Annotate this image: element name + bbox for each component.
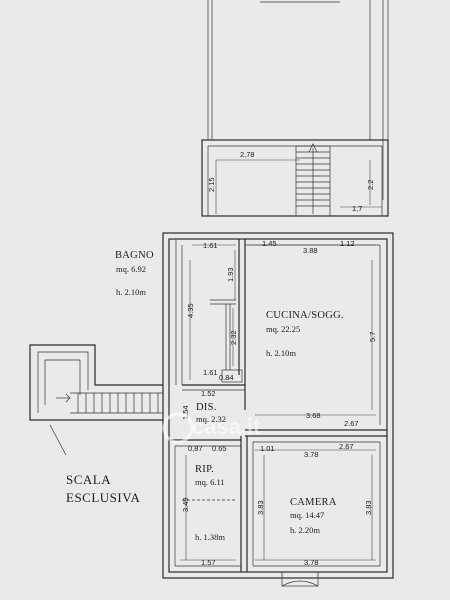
interior-walls [169, 239, 387, 572]
dim-1-54: 1.54 [181, 405, 190, 420]
dis-name: DIS. [196, 402, 217, 413]
dim-2-32: 2.32 [229, 330, 238, 345]
room-camera: CAMERA mq. 14.47 h. 2.20m [290, 497, 337, 535]
dim-2-15: 2.15 [207, 177, 216, 192]
cucina-height: h. 2.10m [266, 348, 296, 358]
room-cucina: CUCINA/SOGG. mq. 22.25 h. 2.10m [266, 310, 344, 358]
room-dis: DIS. mq. 2.32 [196, 402, 226, 424]
camera-height: h. 2.20m [290, 525, 320, 535]
rip-area: mq. 6.11 [195, 477, 225, 487]
rip-height: h. 1.38m [195, 532, 225, 542]
exclusive-staircase [29, 344, 163, 456]
bagno-name: BAGNO [115, 250, 154, 261]
dim-3-68: 3.68 [306, 411, 321, 420]
dim-3-49: 3.49 [181, 497, 190, 512]
cucina-area: mq. 22.25 [266, 324, 300, 334]
dim-1-7: 1,7 [352, 204, 362, 213]
dim-3-78-a: 3.78 [304, 450, 319, 459]
camera-name: CAMERA [290, 497, 337, 508]
dim-1-61-top: 1.61 [203, 241, 218, 250]
dim-0-87: 0,87 [188, 444, 203, 453]
stair-label: SCALA ESCLUSIVA [66, 472, 140, 505]
upper-landing [201, 139, 389, 217]
dim-3-78-b: 3.78 [304, 558, 319, 567]
dim-1-12: 1.12 [340, 239, 355, 248]
dim-4-35: 4.35 [186, 303, 195, 318]
bagno-area: mq. 6.92 [116, 264, 146, 274]
dim-2-78: 2,78 [240, 150, 255, 159]
cucina-name: CUCINA/SOGG. [266, 310, 344, 321]
dim-2-2: 2.2 [366, 180, 375, 190]
dim-1-61-mid: 1.61 [203, 368, 218, 377]
camera-area: mq. 14.47 [290, 510, 324, 520]
dim-0-84: 0.84 [219, 373, 234, 382]
stair-label-line2: ESCLUSIVA [66, 490, 140, 505]
room-rip: RIP. mq. 6.11 h. 1.38m [195, 464, 225, 542]
dim-1-45: 1.45 [262, 239, 277, 248]
dim-5-7: 5.7 [368, 332, 377, 342]
dim-1-93: 1.93 [226, 267, 235, 282]
dim-3-83-left: 3.83 [256, 500, 265, 515]
stair-label-line1: SCALA [66, 472, 111, 487]
dim-2-67-b: 2.67 [339, 442, 354, 451]
upper-stair-steps [295, 143, 331, 217]
bottom-entrance [281, 571, 319, 587]
dim-1-01: 1.01 [260, 444, 275, 453]
dim-1-52: 1.52 [201, 389, 216, 398]
dimension-lines [180, 244, 376, 561]
dim-3-83-right: 3.83 [364, 500, 373, 515]
dis-area: mq. 2.32 [196, 414, 226, 424]
watermark: casa.it [162, 412, 261, 444]
room-bagno: BAGNO mq. 6.92 h. 2.10m [115, 250, 154, 297]
dim-3-88: 3.88 [303, 246, 318, 255]
dimension-labels: 2,78 2.15 2.2 1,7 1.61 1.45 3.88 1.12 1.… [181, 150, 377, 567]
rip-name: RIP. [195, 464, 214, 475]
bagno-height: h. 2.10m [116, 287, 146, 297]
dim-0-65: 0.65 [212, 444, 227, 453]
watermark-text: casa.it [192, 414, 261, 439]
dim-2-67-a: 2.67 [344, 419, 359, 428]
outer-walls [162, 232, 394, 579]
dim-1-57: 1.57 [201, 558, 216, 567]
